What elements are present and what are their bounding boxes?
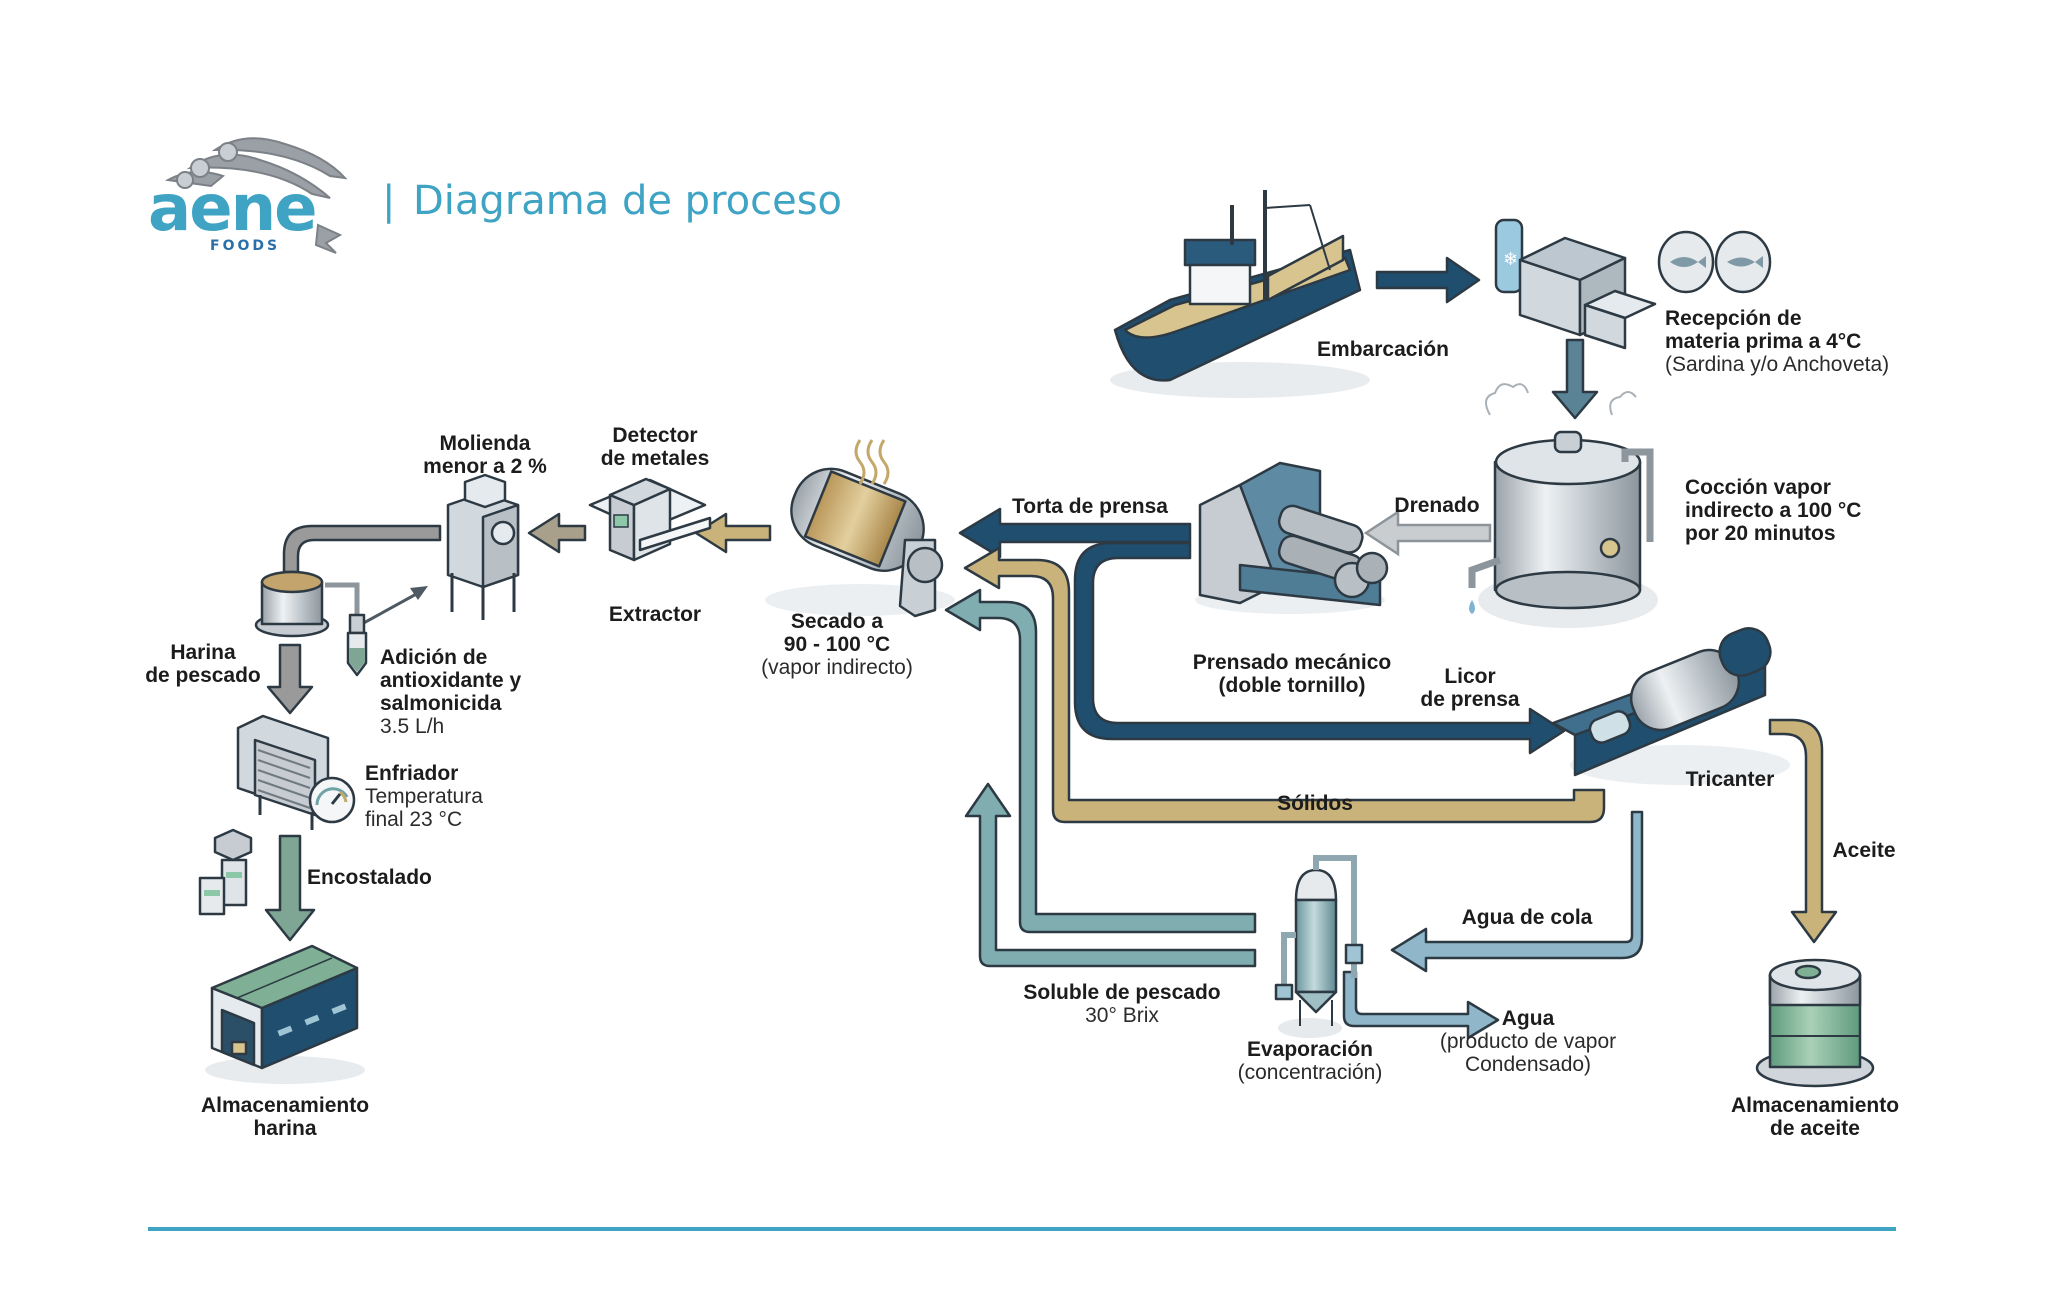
label-drenado: Drenado [1394, 494, 1479, 517]
oil-tank-icon [1755, 958, 1875, 1088]
label-adicion-2: antioxidante y [380, 669, 522, 692]
label-agua-2: (producto de vapor [1440, 1030, 1616, 1053]
label-embarcacion: Embarcación [1317, 338, 1449, 361]
label-prensado-2: (doble tornillo) [1219, 674, 1366, 697]
flow-meal-to-cooler [266, 643, 314, 715]
label-prensado-1: Prensado mecánico [1193, 651, 1391, 674]
label-soluble-1: Soluble de pescado [1023, 981, 1220, 1004]
steam-cooker-icon [1468, 383, 1658, 628]
label-enfriador: Enfriador [365, 762, 458, 785]
flow-licor-de-prensa [1073, 541, 1566, 755]
label-detector-1: Detector [612, 424, 697, 447]
flow-additive-to-mill [359, 586, 428, 627]
flow-mill-to-meal [282, 524, 442, 574]
logo-sub-text: FOODS [210, 238, 280, 254]
fishing-boat-icon [1110, 190, 1370, 398]
label-extractor: Extractor [609, 603, 701, 626]
flow-agua-condensado [1342, 970, 1500, 1040]
label-soluble-2: 30° Brix [1085, 1004, 1159, 1027]
twin-screw-press-icon [1195, 461, 1389, 614]
thermometer-gauge-icon [308, 776, 356, 824]
label-secado-2: 90 - 100 °C [784, 633, 890, 656]
mill-icon [446, 473, 520, 620]
metal-detector-icon [588, 477, 712, 562]
label-secado-1: Secado a [791, 610, 884, 633]
flow-soluble-outer [964, 782, 1257, 968]
warehouse-icon [205, 944, 365, 1084]
flow-encostalado [264, 834, 316, 942]
flow-reception-to-cooker [1551, 338, 1599, 420]
flow-boat-to-reception [1375, 256, 1481, 304]
logo: aene FOODS [148, 137, 348, 254]
label-secado-detail: (vapor indirecto) [761, 656, 913, 679]
label-almacen-harina-2: harina [253, 1117, 316, 1140]
cold-storage-crates-icon: ❄ [1494, 218, 1657, 350]
label-molienda-2: menor a 2 % [423, 455, 547, 478]
label-adicion-detail: 3.5 L/h [380, 715, 444, 738]
label-licor-1: Licor [1444, 665, 1495, 688]
label-evaporacion: Evaporación [1247, 1038, 1373, 1061]
label-enfriador-detail-2: final 23 °C [365, 808, 462, 831]
flow-soluble-inner [944, 588, 1257, 934]
label-almacen-harina-1: Almacenamiento [201, 1094, 369, 1117]
label-adicion-3: salmonicida [380, 692, 502, 715]
label-torta-de-prensa: Torta de prensa [1012, 495, 1168, 518]
label-harina-2: de pescado [145, 664, 261, 687]
fish-logo-icon [164, 137, 348, 254]
label-licor-2: de prensa [1420, 688, 1520, 711]
evaporator-tower-icon [1274, 855, 1364, 1038]
flow-detector-to-mill [527, 512, 587, 554]
label-coccion-1: Cocción vapor [1685, 476, 1831, 499]
label-molienda-1: Molienda [439, 432, 530, 455]
label-evaporacion-detail: (concentración) [1238, 1061, 1383, 1084]
dosing-injector-icon [325, 582, 368, 677]
label-enfriador-detail-1: Temperatura [365, 785, 483, 808]
flow-solidos [963, 546, 1606, 824]
label-recepcion-detail: (Sardina y/o Anchoveta) [1665, 353, 1889, 376]
label-almacen-aceite-2: de aceite [1770, 1117, 1860, 1140]
label-recepcion-2: materia prima a 4°C [1665, 330, 1861, 353]
label-almacen-aceite-1: Almacenamiento [1731, 1094, 1899, 1117]
cooler-icon [236, 714, 356, 830]
bagging-machine-icon [198, 828, 253, 916]
tricanter-centrifuge-icon [1551, 627, 1790, 785]
label-agua-1: Agua [1502, 1007, 1555, 1030]
flow-drenado [1363, 509, 1492, 557]
label-agua-3: Condensado) [1465, 1053, 1591, 1076]
flow-aceite [1768, 718, 1838, 944]
logo-brand-text: aene [148, 172, 316, 246]
label-coccion-2: indirecto a 100 °C [1685, 499, 1861, 522]
label-aceite: Aceite [1832, 839, 1895, 862]
label-harina-1: Harina [170, 641, 236, 664]
label-coccion-3: por 20 minutos [1685, 522, 1836, 545]
label-tricanter: Tricanter [1686, 768, 1775, 791]
rotary-dryer-icon [765, 439, 955, 618]
title-separator: | [382, 178, 395, 224]
flow-agua-de-cola [1390, 810, 1644, 973]
flow-dryer-to-detector [694, 512, 772, 554]
label-encostalado: Encostalado [307, 866, 432, 889]
fishmeal-bowl-icon [254, 570, 330, 638]
label-detector-2: de metales [601, 447, 710, 470]
label-agua-de-cola: Agua de cola [1462, 906, 1593, 929]
page-title: Diagrama de proceso [413, 178, 842, 224]
species-bubbles [1657, 230, 1772, 294]
label-adicion-1: Adición de [380, 646, 487, 669]
label-solidos: Sólidos [1277, 792, 1353, 815]
label-recepcion-1: Recepción de [1665, 307, 1802, 330]
snowflake-icon: ❄ [1503, 249, 1518, 269]
